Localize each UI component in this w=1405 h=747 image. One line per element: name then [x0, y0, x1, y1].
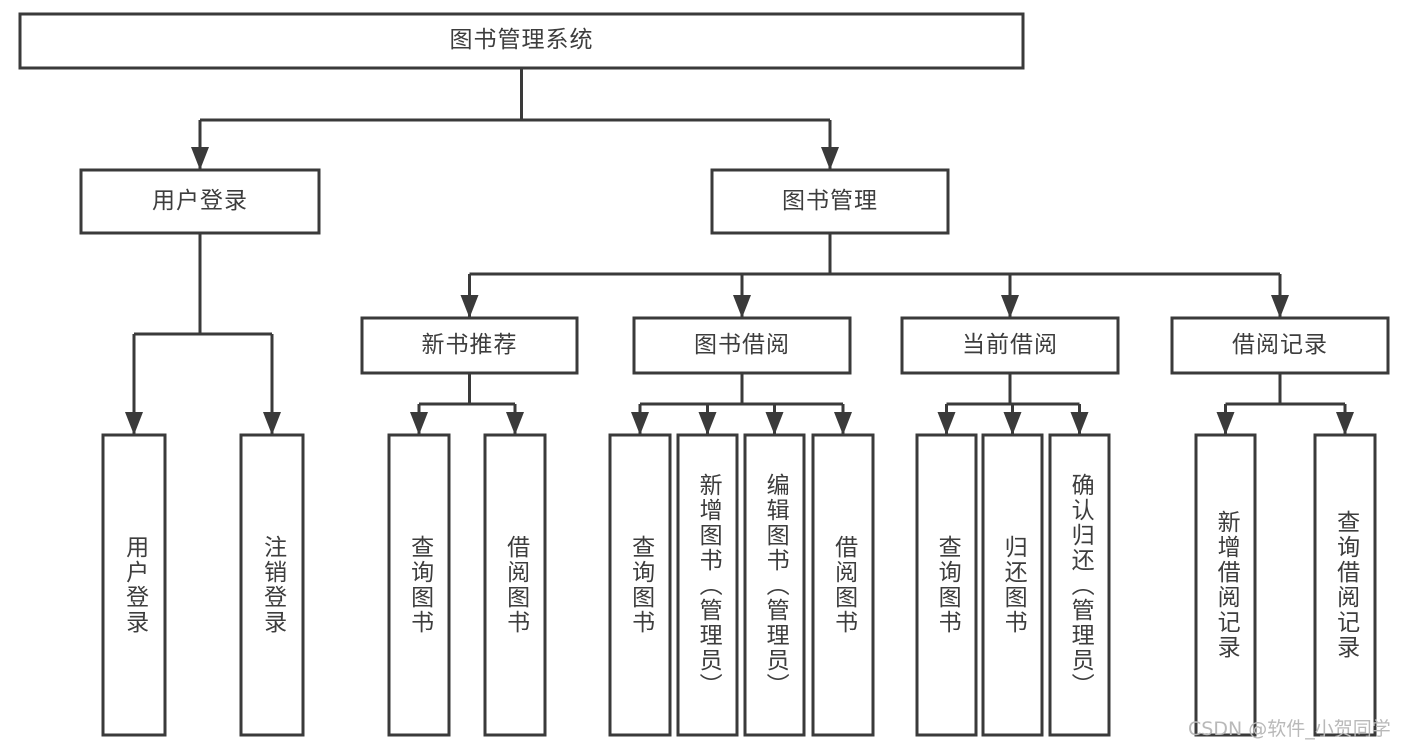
- node-leaf-user-login[interactable]: [101, 433, 167, 737]
- arrow-head-root-0: [191, 147, 209, 170]
- arrow-head-borrow-record-0: [1216, 412, 1235, 435]
- arrow-head-current-borrow-2: [1070, 412, 1089, 435]
- arrow-head-new-book-recommend-0: [410, 412, 428, 435]
- arrow-head-book-borrow-2: [765, 412, 784, 435]
- node-leaf-return-book[interactable]: [981, 433, 1044, 737]
- node-leaf-logout[interactable]: [239, 433, 305, 737]
- node-book-borrow-label: 图书借阅: [694, 331, 790, 358]
- node-leaf-borrow-book-1-label: 借阅图书: [502, 535, 529, 635]
- node-leaf-borrow-book-2[interactable]: [811, 433, 875, 737]
- node-root[interactable]: [18, 12, 1025, 70]
- node-leaf-add-record[interactable]: [1194, 433, 1257, 737]
- node-leaf-query-book-3[interactable]: [915, 433, 978, 737]
- arrow-head-book-borrow-0: [631, 412, 649, 435]
- node-leaf-user-login-label: 用户登录: [121, 535, 148, 635]
- node-book-manage-label: 图书管理: [782, 187, 878, 214]
- node-leaf-query-book-3-label: 查询图书: [934, 535, 961, 635]
- arrow-head-book-borrow-1: [698, 412, 717, 435]
- node-leaf-edit-book-label: 编辑图书（管理员）: [762, 472, 789, 698]
- arrow-head-user-login-1: [263, 412, 281, 435]
- node-borrow-record-label: 借阅记录: [1232, 331, 1328, 358]
- node-user-login-label: 用户登录: [152, 187, 248, 214]
- arrow-head-user-login-0: [125, 412, 143, 435]
- node-leaf-query-book-1-label: 查询图书: [406, 535, 433, 635]
- node-new-book-recommend[interactable]: [360, 316, 579, 375]
- boxes-group: [18, 12, 1390, 737]
- arrow-head-book-manage-0: [460, 295, 479, 318]
- node-leaf-add-book[interactable]: [676, 433, 739, 737]
- node-leaf-edit-book[interactable]: [743, 433, 806, 737]
- arrow-head-current-borrow-1: [1003, 412, 1022, 435]
- node-root-label: 图书管理系统: [449, 27, 594, 54]
- node-leaf-add-record-label: 新增借阅记录: [1213, 510, 1240, 660]
- arrow-head-borrow-record-1: [1336, 412, 1354, 435]
- arrow-head-current-borrow-0: [937, 412, 956, 435]
- node-leaf-logout-label: 注销登录: [259, 535, 286, 635]
- arrow-head-book-borrow-3: [834, 412, 852, 435]
- node-book-borrow[interactable]: [632, 316, 852, 375]
- watermark-text: CSDN @软件_小贺同学: [1188, 718, 1391, 740]
- node-book-manage[interactable]: [710, 168, 950, 235]
- node-current-borrow[interactable]: [900, 316, 1120, 375]
- node-leaf-query-book-2-label: 查询图书: [627, 535, 654, 635]
- edges-group: [125, 68, 1354, 435]
- node-user-login[interactable]: [79, 168, 321, 235]
- node-leaf-confirm-return[interactable]: [1048, 433, 1111, 737]
- node-borrow-record[interactable]: [1170, 316, 1390, 375]
- node-leaf-query-record-label: 查询借阅记录: [1332, 510, 1359, 660]
- node-leaf-query-record[interactable]: [1313, 433, 1377, 737]
- node-current-borrow-label: 当前借阅: [962, 331, 1058, 358]
- node-leaf-borrow-book-1[interactable]: [483, 433, 547, 737]
- node-leaf-confirm-return-label: 确认归还（管理员）: [1067, 472, 1094, 698]
- arrow-head-book-manage-3: [1271, 295, 1289, 318]
- arrow-head-book-manage-1: [733, 295, 751, 318]
- node-new-book-recommend-label: 新书推荐: [421, 331, 518, 358]
- node-leaf-query-book-1[interactable]: [387, 433, 451, 737]
- node-leaf-query-book-2[interactable]: [608, 433, 672, 737]
- node-leaf-add-book-label: 新增图书（管理员）: [695, 472, 722, 698]
- arrow-head-book-manage-2: [1001, 295, 1019, 318]
- arrow-head-root-1: [821, 147, 839, 170]
- arrow-head-new-book-recommend-1: [506, 412, 524, 435]
- node-leaf-borrow-book-2-label: 借阅图书: [830, 535, 857, 635]
- node-leaf-return-book-label: 归还图书: [1000, 535, 1027, 635]
